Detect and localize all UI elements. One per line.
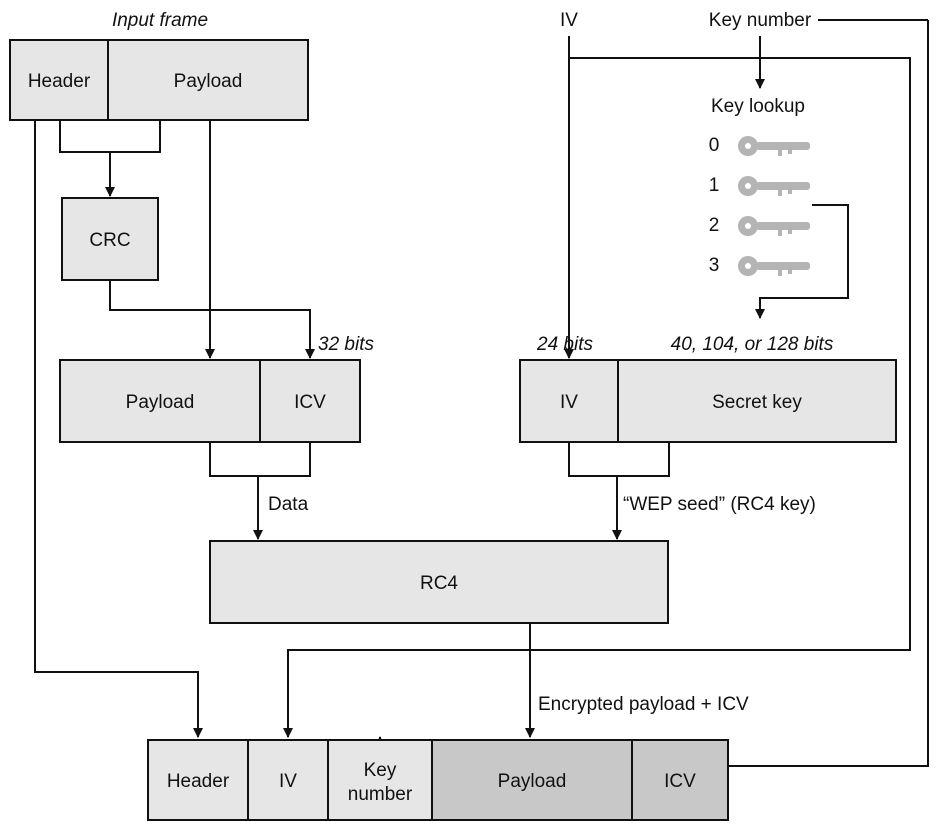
output-payload-cell: Payload (498, 771, 567, 792)
arrow-iv-to-output (283, 57, 911, 738)
key-icon (738, 256, 810, 276)
crc-label: CRC (89, 230, 130, 251)
key-icon (738, 136, 810, 156)
output-iv-cell: IV (279, 771, 297, 792)
key-lookup-title: Key lookup (711, 96, 805, 117)
iv-top-label: IV (560, 10, 578, 31)
key-bits-label: 40, 104, or 128 bits (671, 334, 834, 355)
output-header-cell: Header (167, 771, 230, 792)
key-index-3: 3 (709, 255, 720, 276)
rc4-block: RC4 (209, 540, 669, 624)
seed-block: IV Secret key (519, 359, 897, 443)
key-index-1: 1 (709, 175, 720, 196)
rc4-label: RC4 (420, 573, 458, 594)
data-bracket (209, 442, 311, 477)
key-list: 0 1 2 3 (709, 135, 810, 276)
key-icon (738, 176, 810, 196)
seed-bracket (568, 442, 670, 477)
key-number-top-label: Key number (709, 10, 812, 31)
arrow-selected-key-to-secret (755, 204, 849, 319)
output-icv-cell: ICV (664, 771, 696, 792)
iv-bits-label: 24 bits (536, 334, 593, 355)
output-key-number-line2: number (348, 784, 413, 805)
arrow-header-to-output (34, 120, 203, 738)
encrypted-label: Encrypted payload + ICV (538, 694, 749, 715)
output-frame: Header IV Key number Payload ICV (147, 739, 729, 821)
key-index-2: 2 (709, 215, 720, 236)
seed-label: “WEP seed” (RC4 key) (623, 494, 816, 515)
seed-iv-cell: IV (560, 392, 578, 413)
plaintext-payload-cell: Payload (126, 392, 195, 413)
seed-secret-key-cell: Secret key (712, 392, 802, 413)
output-key-number-line1: Key (364, 760, 397, 781)
crc-input-bracket (59, 120, 161, 153)
key-icon (738, 216, 810, 236)
plaintext-block: Payload ICV (59, 359, 361, 443)
input-payload-cell: Payload (174, 71, 243, 92)
icv-bits-label: 32 bits (318, 334, 374, 355)
plaintext-icv-cell: ICV (294, 392, 326, 413)
input-header-cell: Header (28, 71, 91, 92)
input-frame: Header Payload (9, 39, 309, 121)
crc-block: CRC (61, 197, 159, 281)
input-frame-caption: Input frame (112, 10, 208, 31)
input-frame-box (9, 39, 309, 121)
key-index-0: 0 (709, 135, 720, 156)
data-label: Data (268, 494, 309, 515)
